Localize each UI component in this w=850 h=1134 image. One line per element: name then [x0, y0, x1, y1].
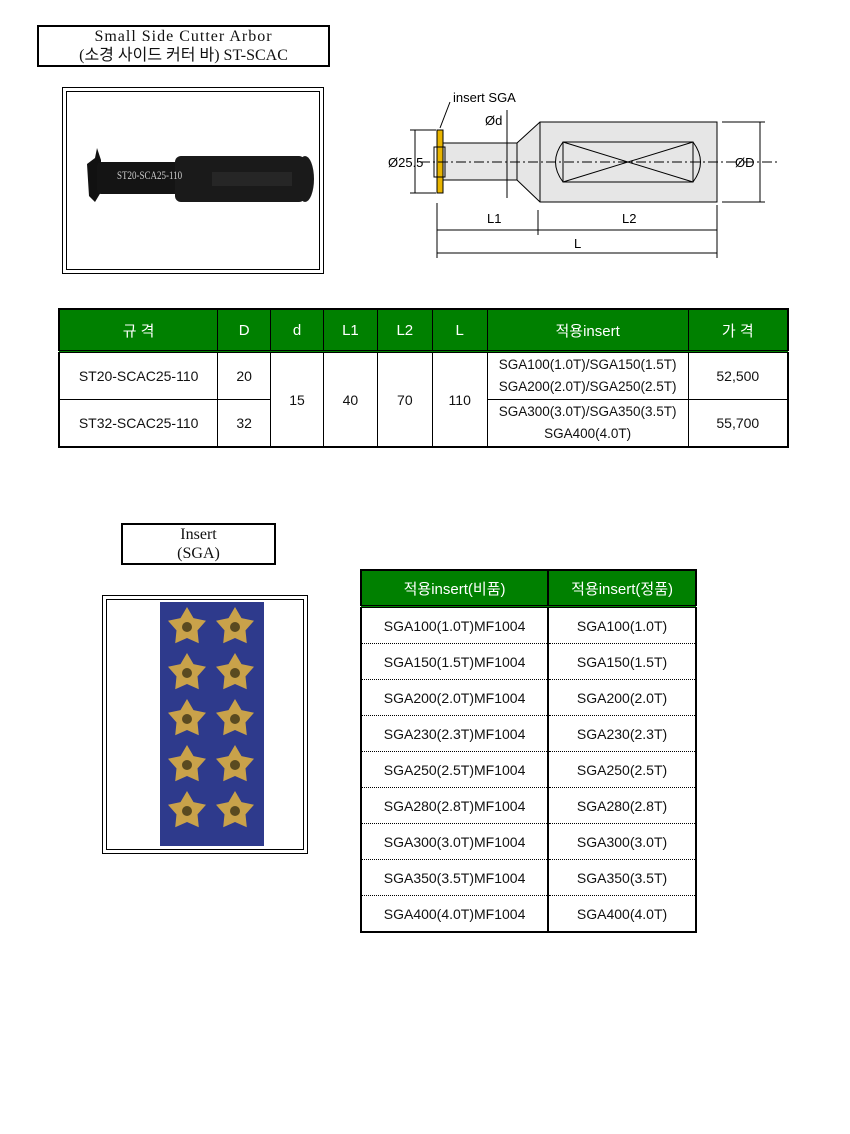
insert-label: insert SGA — [453, 90, 516, 105]
genuine-insert-cell: SGA150(1.5T) — [547, 643, 697, 680]
l2-label: L2 — [622, 211, 636, 226]
arbor-photo: ST20-SCA25-110 — [62, 87, 324, 274]
generic-insert-cell: SGA200(2.0T)MF1004 — [359, 679, 550, 716]
header-model: 규 격 — [58, 308, 219, 353]
header-L1: L1 — [322, 308, 378, 353]
genuine-insert-cell: SGA200(2.0T) — [547, 679, 697, 716]
table-row: ST32-SCAC25-110 32 SGA300(3.0T)/SGA350(3… — [58, 399, 789, 448]
generic-insert-cell: SGA150(1.5T)MF1004 — [359, 643, 550, 680]
dia-D-label: ØD — [735, 155, 755, 170]
price-cell: 52,500 — [687, 351, 789, 400]
generic-insert-cell: SGA280(2.8T)MF1004 — [359, 787, 550, 824]
price-cell: 55,700 — [687, 399, 789, 448]
spec-table: 규 격 D d L1 L2 L 적용insert 가 격 ST20-SCAC25… — [58, 308, 789, 448]
genuine-insert-cell: SGA350(3.5T) — [547, 859, 697, 896]
generic-insert-cell: SGA250(2.5T)MF1004 — [359, 751, 550, 788]
arbor-image — [87, 148, 314, 202]
d-cell: 15 — [270, 351, 324, 448]
generic-insert-cell: SGA230(2.3T)MF1004 — [359, 715, 550, 752]
header-d: d — [270, 308, 324, 353]
insert-title: Insert — [180, 526, 217, 543]
model-cell: ST20-SCAC25-110 — [58, 351, 219, 400]
l-label: L — [574, 236, 581, 251]
header-D: D — [217, 308, 272, 353]
header-price: 가 격 — [687, 308, 789, 353]
L1-cell: 40 — [322, 351, 378, 448]
arbor-dimension-diagram: insert SGA Ø25.5 Ød ØD L1 L2 L — [388, 90, 780, 258]
insert-table: 적용insert(비품) 적용insert(정품) SGA100(1.0T)MF… — [359, 569, 697, 933]
header-L2: L2 — [376, 308, 433, 353]
generic-insert-cell: SGA100(1.0T)MF1004 — [359, 606, 550, 644]
generic-insert-cell: SGA350(3.5T)MF1004 — [359, 859, 550, 896]
header-genuine-insert: 적용insert(정품) — [547, 569, 697, 608]
D-cell: 32 — [217, 399, 272, 448]
model-cell: ST32-SCAC25-110 — [58, 399, 219, 448]
dia-insert-label: Ø25.5 — [388, 155, 423, 170]
genuine-insert-cell: SGA280(2.8T) — [547, 787, 697, 824]
genuine-insert-cell: SGA250(2.5T) — [547, 751, 697, 788]
arbor-title: Small Side Cutter Arbor — [94, 28, 273, 45]
genuine-insert-cell: SGA100(1.0T) — [547, 606, 697, 644]
L-cell: 110 — [431, 351, 488, 448]
insert-box-image — [160, 602, 264, 846]
L2-cell: 70 — [376, 351, 433, 448]
arbor-title-box: Small Side Cutter Arbor (소경 사이드 커터 바) ST… — [37, 25, 330, 67]
insert-subtitle: (SGA) — [177, 545, 220, 562]
genuine-insert-cell: SGA400(4.0T) — [547, 895, 697, 933]
l1-label: L1 — [487, 211, 501, 226]
arbor-subtitle: (소경 사이드 커터 바) ST-SCAC — [79, 47, 288, 64]
dia-d-label: Ød — [485, 113, 502, 128]
genuine-insert-cell: SGA230(2.3T) — [547, 715, 697, 752]
insert-title-box: Insert (SGA) — [121, 523, 276, 565]
insert-photo — [102, 595, 308, 854]
arbor-marking: ST20-SCA25-110 — [117, 168, 183, 182]
spec-table-header: 규 격 D d L1 L2 L 적용insert 가 격 — [58, 308, 789, 353]
generic-insert-cell: SGA400(4.0T)MF1004 — [359, 895, 550, 933]
header-L: L — [431, 308, 488, 353]
insert-cell: SGA300(3.0T)/SGA350(3.5T)SGA400(4.0T) — [486, 399, 689, 448]
header-insert: 적용insert — [486, 308, 689, 353]
table-row: ST20-SCAC25-110 20 15 40 70 110 SGA100(1… — [58, 351, 789, 448]
generic-insert-cell: SGA300(3.0T)MF1004 — [359, 823, 550, 860]
insert-cell: SGA100(1.0T)/SGA150(1.5T)SGA200(2.0T)/SG… — [486, 351, 689, 400]
D-cell: 20 — [217, 351, 272, 400]
header-generic-insert: 적용insert(비품) — [359, 569, 550, 608]
genuine-insert-cell: SGA300(3.0T) — [547, 823, 697, 860]
